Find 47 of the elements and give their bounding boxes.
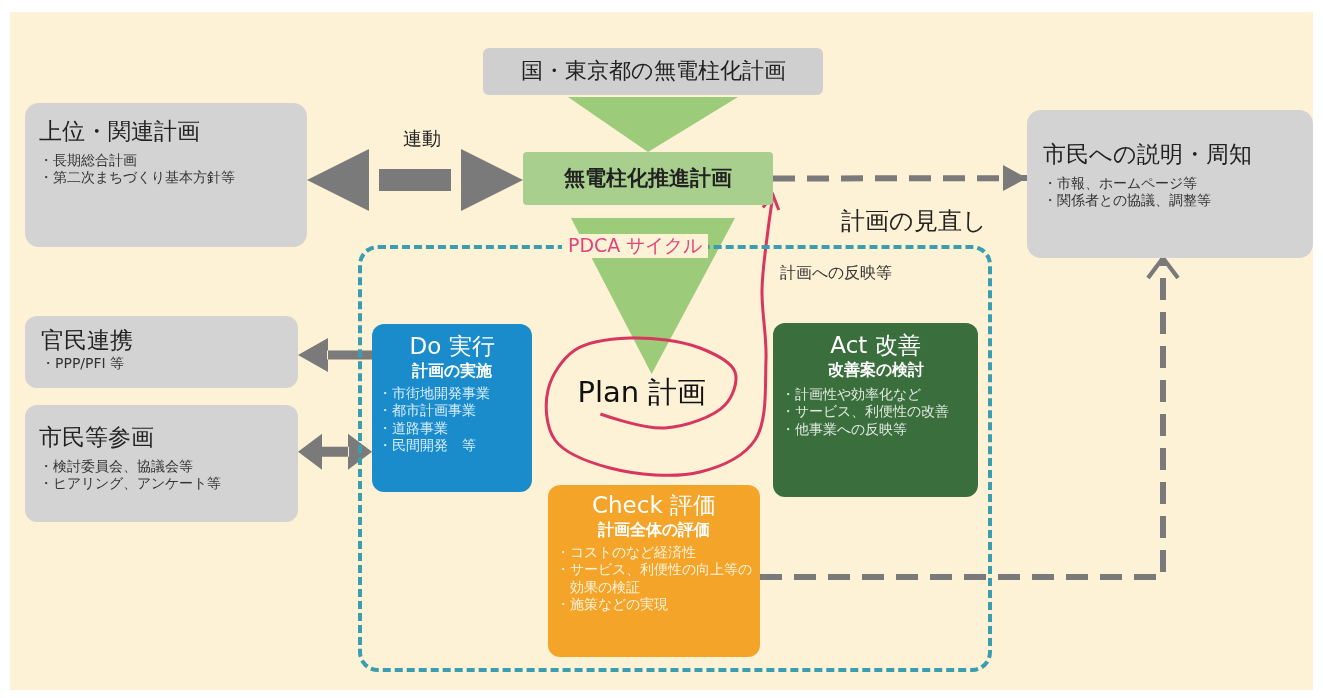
heading: Check 評価 [590, 491, 718, 520]
list-item: ・市報、ホームページ等 [1043, 174, 1198, 193]
subheading: 計画の実施 [411, 360, 493, 381]
phase-card [372, 324, 532, 492]
double-arrow [298, 433, 372, 470]
list-item: ・民間開発 等 [378, 437, 477, 455]
double-arrow [307, 149, 523, 212]
heading: 無電柱化推進計画 [563, 165, 733, 192]
plan-box [523, 152, 773, 205]
related-plans-box [25, 103, 307, 247]
subheading: 改善案の検討 [826, 359, 925, 380]
list-item: ・都市計画事業 [378, 402, 477, 420]
subheading: 計画全体の評価 [597, 519, 711, 540]
list-item: ・コストのなど経済性 [556, 543, 697, 562]
note-text: 計画への反映等 [780, 263, 892, 284]
list-item: ・計画性や効率化など [781, 385, 922, 404]
heading: 国・東京都の無電柱化計画 [519, 57, 787, 85]
frame-title: PDCA サイクル [562, 234, 709, 258]
dashed-arrow [773, 165, 1027, 192]
heading: 市民への説明・周知 [1043, 140, 1253, 169]
list-item: ・他事業への反映等 [781, 420, 908, 439]
list-item: ・サービス、利便性の向上等の効果の検証 [556, 561, 752, 597]
source-plan-box [483, 48, 823, 95]
list-item: ・PPP/PFI 等 [41, 354, 126, 373]
wedge-arrow [568, 97, 738, 152]
public-info-box [1027, 110, 1313, 258]
list-item: ・検討委員会、協議会等 [39, 457, 194, 476]
heading: 上位・関連計画 [39, 117, 201, 146]
list-item: ・第二次まちづくり基本方針等 [39, 169, 236, 187]
dashed-arrow [760, 255, 1181, 580]
list-item: ・ヒアリング、アンケート等 [39, 475, 222, 493]
list-item: ・長期総合計画 [39, 151, 138, 170]
heading: 市民等参画 [39, 423, 155, 452]
spiral-arrow [544, 193, 781, 477]
heading: 官民連携 [41, 326, 134, 355]
partnership-box [25, 316, 298, 388]
list-item: ・関係者との協議、調整等 [1043, 192, 1212, 210]
list-item: ・道路事業 [378, 419, 449, 438]
phase-card [773, 323, 978, 497]
heading: Act 改善 [829, 331, 922, 360]
list-item: ・施策などの実現 [556, 596, 669, 614]
list-item: ・市街地開発事業 [378, 384, 491, 403]
phase-card [548, 485, 760, 657]
heading: Do 実行 [408, 332, 496, 361]
phase-label: Plan 計画 [576, 374, 708, 411]
list-item: ・サービス、利便性の改善 [781, 403, 950, 421]
participation-box [25, 405, 298, 522]
